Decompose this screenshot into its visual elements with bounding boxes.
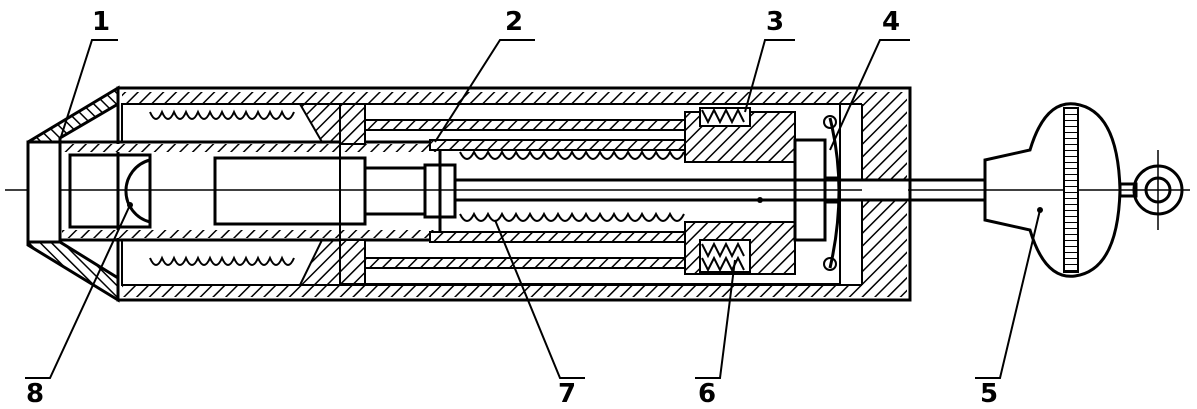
callout-1: 1 [92, 7, 110, 37]
end-seal-ring [823, 115, 841, 271]
leader-lines [25, 39, 1043, 379]
callout-8: 8 [26, 379, 44, 409]
callout-4: 4 [882, 7, 900, 37]
plunger-ball-tip [68, 153, 457, 229]
callout-5: 5 [980, 379, 998, 409]
guide-tube [339, 103, 841, 285]
piston-block [684, 107, 841, 275]
knob-handle [983, 102, 1184, 278]
left-spring-chamber [121, 103, 341, 286]
callout-2: 2 [505, 7, 523, 37]
nose-cone [26, 85, 120, 303]
callout-6: 6 [698, 379, 716, 409]
inner-sleeve [58, 140, 442, 242]
callout-3: 3 [766, 7, 784, 37]
callout-7: 7 [558, 379, 576, 409]
main-spring [459, 149, 685, 222]
callout-labels: 1 2 3 4 5 6 7 8 [26, 7, 998, 409]
